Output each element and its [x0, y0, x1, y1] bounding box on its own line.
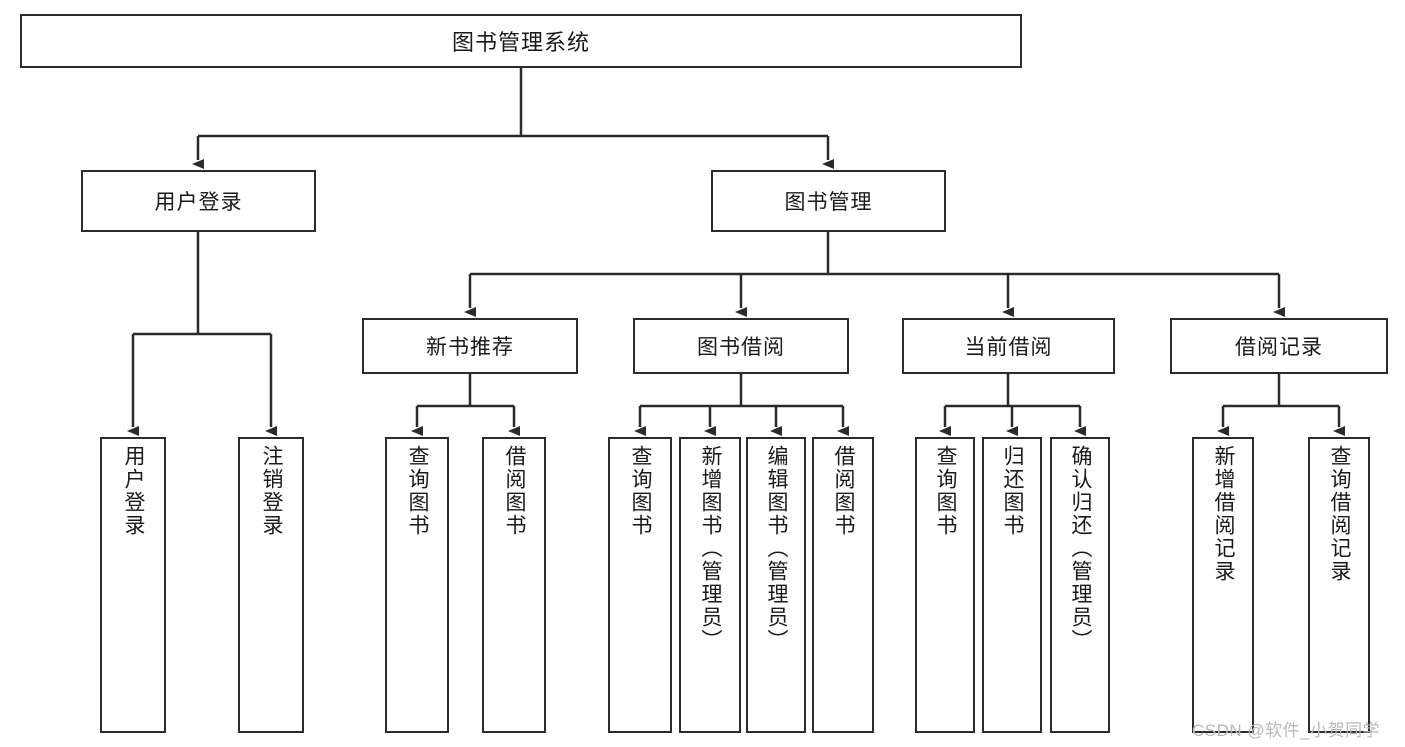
- node-book-borrow[interactable]: 图书借阅: [633, 318, 849, 374]
- node-leaf-edit-book[interactable]: 编辑图书（管理员）: [746, 437, 806, 733]
- node-current-borrow[interactable]: 当前借阅: [902, 318, 1115, 374]
- edge-group-user-login: [127, 232, 277, 436]
- node-leaf-query-book-borrow[interactable]: 查询图书: [608, 437, 672, 733]
- node-leaf-query-book-cur[interactable]: 查询图书: [915, 437, 975, 733]
- node-leaf-query-book-cur-label: 查询图书: [934, 445, 958, 537]
- node-leaf-user-login-label: 用户登录: [122, 445, 146, 537]
- node-leaf-confirm-return[interactable]: 确认归还（管理员）: [1050, 437, 1110, 733]
- node-leaf-return-book-label: 归还图书: [1001, 445, 1025, 537]
- node-leaf-add-record[interactable]: 新增借阅记录: [1192, 437, 1254, 733]
- node-new-book-recommend[interactable]: 新书推荐: [362, 318, 578, 374]
- edge-group-new-book-recommend: [411, 374, 520, 436]
- node-leaf-query-record[interactable]: 查询借阅记录: [1308, 437, 1370, 733]
- node-current-borrow-label: 当前借阅: [964, 336, 1053, 359]
- node-user-login-label: 用户登录: [154, 191, 243, 214]
- node-borrow-record[interactable]: 借阅记录: [1170, 318, 1388, 374]
- edge-group-root: [192, 68, 834, 169]
- node-leaf-user-login[interactable]: 用户登录: [100, 437, 166, 733]
- node-leaf-add-book-label: 新增图书（管理员）: [699, 445, 723, 652]
- node-borrow-record-label: 借阅记录: [1235, 336, 1323, 359]
- edge-group-book-borrow: [634, 374, 849, 436]
- edge-group-book-manage: [464, 232, 1285, 317]
- node-leaf-confirm-return-label: 确认归还（管理员）: [1069, 445, 1093, 652]
- node-new-book-recommend-label: 新书推荐: [426, 336, 514, 359]
- node-leaf-logout-label: 注销登录: [260, 445, 284, 537]
- node-leaf-return-book[interactable]: 归还图书: [982, 437, 1042, 733]
- node-book-manage-label: 图书管理: [784, 191, 873, 214]
- node-leaf-add-record-label: 新增借阅记录: [1212, 445, 1236, 583]
- node-root[interactable]: 图书管理系统: [20, 14, 1022, 68]
- node-leaf-query-record-label: 查询借阅记录: [1328, 445, 1352, 583]
- edge-group-borrow-record: [1217, 374, 1345, 436]
- node-leaf-borrow-book-rec[interactable]: 借阅图书: [482, 437, 546, 733]
- node-leaf-query-book-rec-label: 查询图书: [406, 445, 430, 537]
- edge-group-current-borrow: [939, 374, 1086, 436]
- node-leaf-borrow-book-rec-label: 借阅图书: [503, 445, 527, 537]
- node-user-login[interactable]: 用户登录: [81, 170, 316, 232]
- watermark: CSDN @软件_小贺同学: [1192, 721, 1381, 740]
- node-book-manage[interactable]: 图书管理: [711, 170, 946, 232]
- node-leaf-add-book[interactable]: 新增图书（管理员）: [679, 437, 741, 733]
- node-book-borrow-label: 图书借阅: [697, 336, 785, 359]
- node-leaf-borrow-book[interactable]: 借阅图书: [812, 437, 874, 733]
- node-leaf-logout[interactable]: 注销登录: [238, 437, 304, 733]
- node-leaf-edit-book-label: 编辑图书（管理员）: [765, 445, 789, 652]
- node-root-label: 图书管理系统: [451, 30, 590, 55]
- node-leaf-query-book-borrow-label: 查询图书: [629, 445, 653, 537]
- node-leaf-borrow-book-label: 借阅图书: [832, 445, 856, 537]
- node-leaf-query-book-rec[interactable]: 查询图书: [385, 437, 449, 733]
